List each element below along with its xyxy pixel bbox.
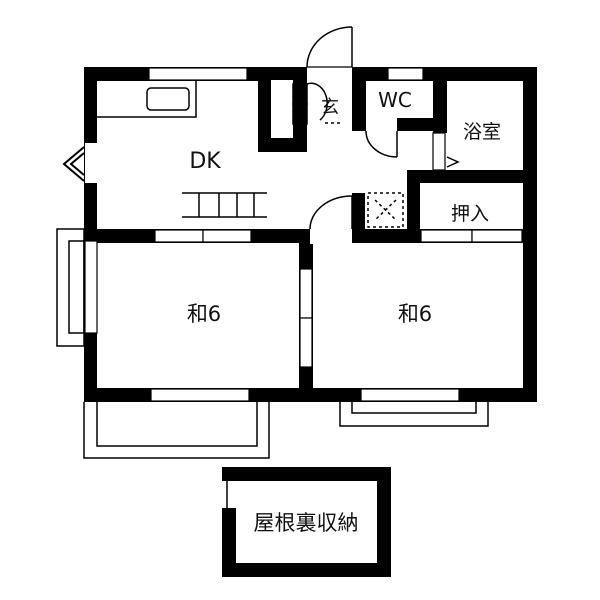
label-closet: 押入 — [451, 203, 489, 225]
entry-door-icon — [306, 26, 353, 68]
label-dk: DK — [189, 149, 221, 174]
bath-door-icon — [446, 156, 460, 168]
pipe-shaft-icon — [367, 192, 404, 228]
label-attic-storage: 屋根裏収納 — [254, 511, 359, 535]
bay-window — [56, 228, 85, 347]
chevron-bay-icon — [62, 146, 85, 182]
balcony-right — [339, 402, 489, 427]
label-bath: 浴室 — [463, 121, 501, 143]
sink-icon — [146, 87, 190, 111]
label-wc: WC — [378, 88, 412, 112]
inner-door-icon — [306, 82, 328, 121]
room-labels: DK 玄 WC 浴室 押入 和6 和6 屋根裏収納 — [187, 88, 501, 535]
kitchen-counter — [97, 81, 197, 118]
wc-door-icon — [365, 130, 398, 158]
label-washitsu-right: 和6 — [398, 302, 432, 326]
windows-and-openings — [84, 66, 523, 402]
stairs-icon — [182, 192, 267, 218]
fixtures — [56, 26, 489, 508]
label-washitsu-left: 和6 — [187, 302, 221, 326]
room-door-icon — [309, 195, 353, 230]
label-entrance: 玄 — [321, 97, 339, 118]
balcony-left — [83, 402, 270, 459]
